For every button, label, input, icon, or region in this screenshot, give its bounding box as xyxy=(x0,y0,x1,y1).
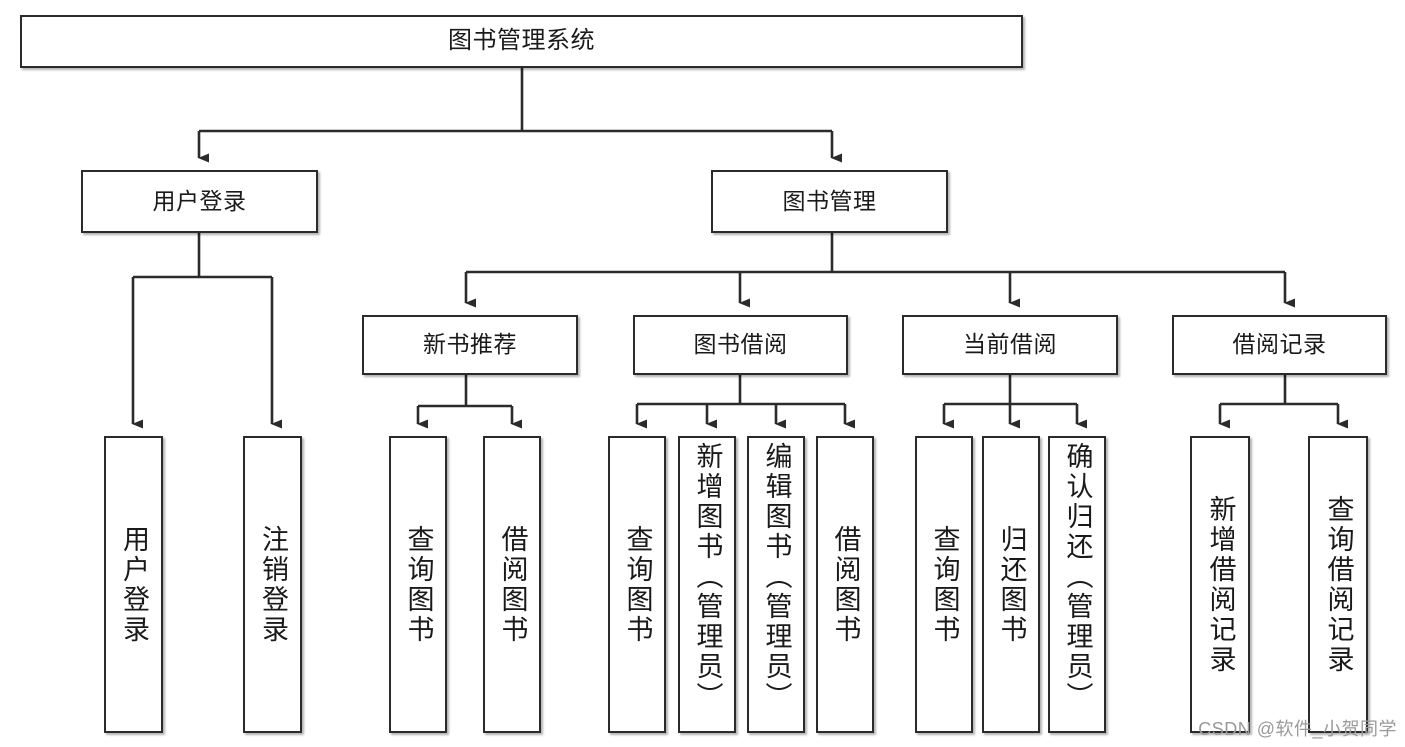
node-book-borrow[interactable]: 图书借阅 xyxy=(633,315,848,375)
node-new-book-recommend[interactable]: 新书推荐 xyxy=(362,315,578,375)
leaf-borrow-add-book-admin[interactable]: 新增图书（管理员） xyxy=(678,436,736,733)
node-label: 查询图书 xyxy=(929,524,960,645)
node-label: 新书推荐 xyxy=(423,331,517,358)
leaf-record-query-record[interactable]: 查询借阅记录 xyxy=(1308,436,1368,733)
leaf-recommend-borrow-book[interactable]: 借阅图书 xyxy=(483,436,541,733)
node-label: 图书管理系统 xyxy=(448,27,595,55)
node-label: 新增借阅记录 xyxy=(1205,494,1236,675)
leaf-borrow-edit-book-admin[interactable]: 编辑图书（管理员） xyxy=(747,436,805,733)
leaf-borrow-query-book[interactable]: 查询图书 xyxy=(608,436,666,733)
leaf-current-confirm-return-admin[interactable]: 确认归还（管理员） xyxy=(1048,436,1106,733)
node-label: 归还图书 xyxy=(996,524,1027,645)
node-label: 借阅图书 xyxy=(497,524,528,645)
node-label: 图书管理 xyxy=(782,187,877,214)
leaf-current-query-book[interactable]: 查询图书 xyxy=(915,436,973,733)
node-label: 借阅记录 xyxy=(1232,331,1327,358)
node-book-management[interactable]: 图书管理 xyxy=(711,170,948,233)
node-label: 查询借阅记录 xyxy=(1323,494,1354,675)
leaf-current-return-book[interactable]: 归还图书 xyxy=(982,436,1040,733)
node-label: 图书借阅 xyxy=(693,331,788,358)
node-label: 借阅图书 xyxy=(830,524,861,645)
node-user-login[interactable]: 用户登录 xyxy=(81,170,318,233)
leaf-logout[interactable]: 注销登录 xyxy=(243,436,302,733)
node-current-borrow[interactable]: 当前借阅 xyxy=(902,315,1118,375)
csdn-watermark: CSDN @软件_小贺同学 xyxy=(1198,719,1397,739)
node-label: 注销登录 xyxy=(258,524,288,645)
leaf-recommend-query-book[interactable]: 查询图书 xyxy=(389,436,447,733)
node-label: 用户登录 xyxy=(152,187,247,214)
node-label: 当前借阅 xyxy=(963,331,1057,358)
leaf-borrow-borrow-book[interactable]: 借阅图书 xyxy=(816,436,874,733)
node-root-system[interactable]: 图书管理系统 xyxy=(20,15,1023,68)
node-label: 确认归还（管理员） xyxy=(1062,442,1093,712)
node-label: 新增图书（管理员） xyxy=(692,442,723,712)
node-label: 用户登录 xyxy=(119,524,149,645)
node-label: 编辑图书（管理员） xyxy=(761,442,792,712)
node-label: 查询图书 xyxy=(403,524,434,645)
leaf-user-login[interactable]: 用户登录 xyxy=(104,436,163,733)
leaf-record-add-record[interactable]: 新增借阅记录 xyxy=(1190,436,1250,733)
node-label: 查询图书 xyxy=(622,524,653,645)
node-borrow-record[interactable]: 借阅记录 xyxy=(1172,315,1387,375)
